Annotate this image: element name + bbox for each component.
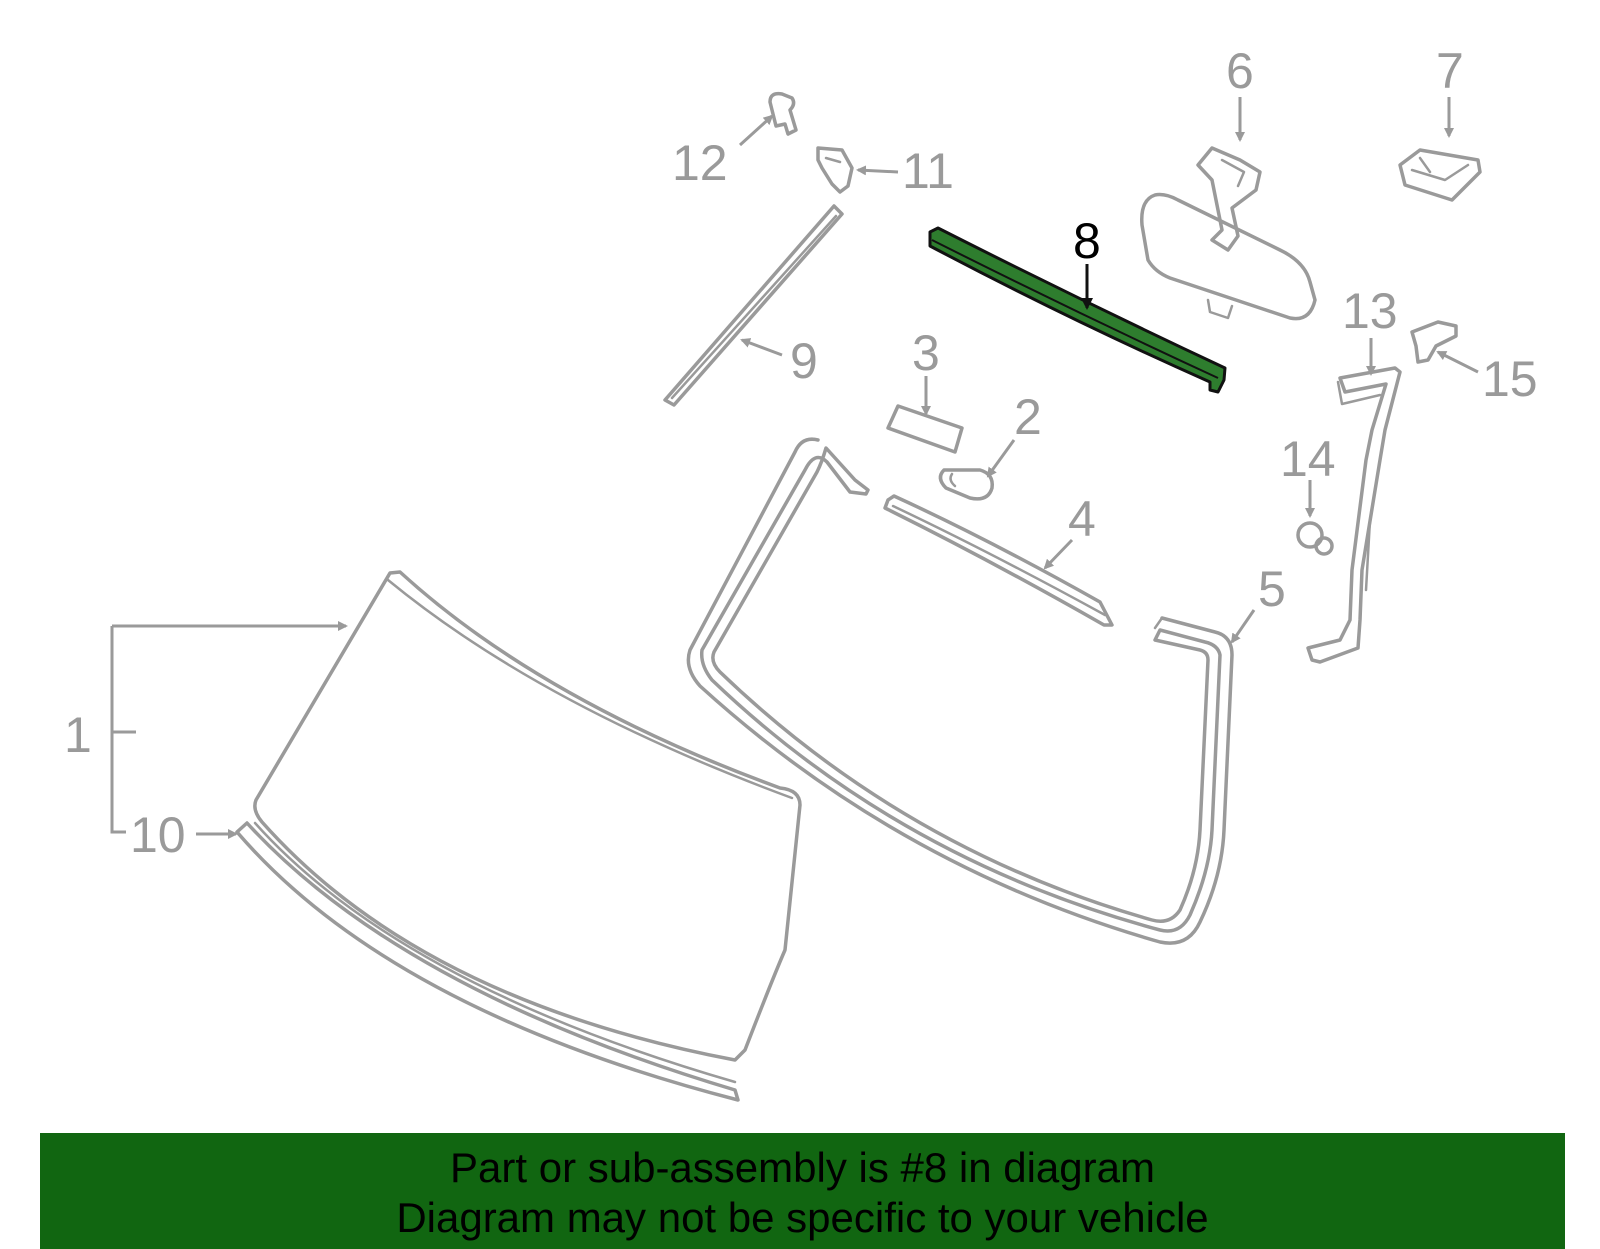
sensor-pad: [886, 404, 964, 454]
callout-14: 14: [1280, 431, 1336, 487]
callout-3: 3: [912, 325, 940, 381]
rain-sensor: [938, 468, 994, 501]
mirror-cover: [1398, 148, 1482, 202]
callout-10: 10: [130, 807, 186, 863]
callout-11: 11: [902, 143, 954, 199]
upper-molding: [883, 494, 1114, 627]
callout-15: 15: [1482, 351, 1538, 407]
banner-line-1: Part or sub-assembly is #8 in diagram: [450, 1144, 1155, 1191]
clip-15: [1410, 320, 1458, 364]
callout-7: 7: [1436, 43, 1464, 99]
callout-6: 6: [1226, 43, 1254, 99]
rearview-mirror: [1140, 146, 1317, 321]
clip-11: [816, 146, 854, 194]
leader-lines: [110, 97, 1479, 839]
callout-9: 9: [790, 333, 818, 389]
notice-banner: Part or sub-assembly is #8 in diagram Di…: [40, 1133, 1565, 1249]
clip-12: [768, 91, 798, 136]
windshield-glass: [253, 570, 802, 1062]
fastener: [1296, 521, 1334, 556]
callout-12: 12: [672, 135, 728, 191]
windshield-weatherstrip: [686, 437, 1234, 945]
callout-5: 5: [1258, 561, 1286, 617]
callout-2: 2: [1014, 389, 1042, 445]
reveal-molding-highlighted: [928, 226, 1227, 394]
lower-molding: [235, 821, 740, 1102]
pillar-trim: [1306, 366, 1402, 664]
callout-8: 8: [1073, 213, 1101, 269]
callout-1: 1: [64, 707, 92, 763]
callout-13: 13: [1342, 283, 1398, 339]
side-molding: [663, 204, 844, 407]
banner-line-2: Diagram may not be specific to your vehi…: [396, 1194, 1209, 1241]
callout-numbers: 1 10 12 11 9 8 3 2 4 5 6 7 13 15 14: [64, 43, 1538, 863]
callout-4: 4: [1068, 491, 1096, 547]
